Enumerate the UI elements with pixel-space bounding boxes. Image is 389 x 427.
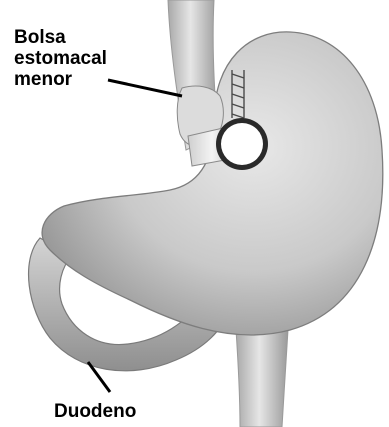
pouch-label-line-2: estomacal xyxy=(14,48,107,69)
lower-tube xyxy=(236,330,288,427)
access-port xyxy=(216,118,268,170)
duodenum-label: Duodeno xyxy=(54,401,136,422)
pouch-label-line-1: Bolsa xyxy=(14,27,107,48)
pouch-label: Bolsa estomacal menor xyxy=(14,27,107,90)
pouch-leader-line xyxy=(108,80,182,96)
pouch-label-line-3: menor xyxy=(14,69,107,90)
